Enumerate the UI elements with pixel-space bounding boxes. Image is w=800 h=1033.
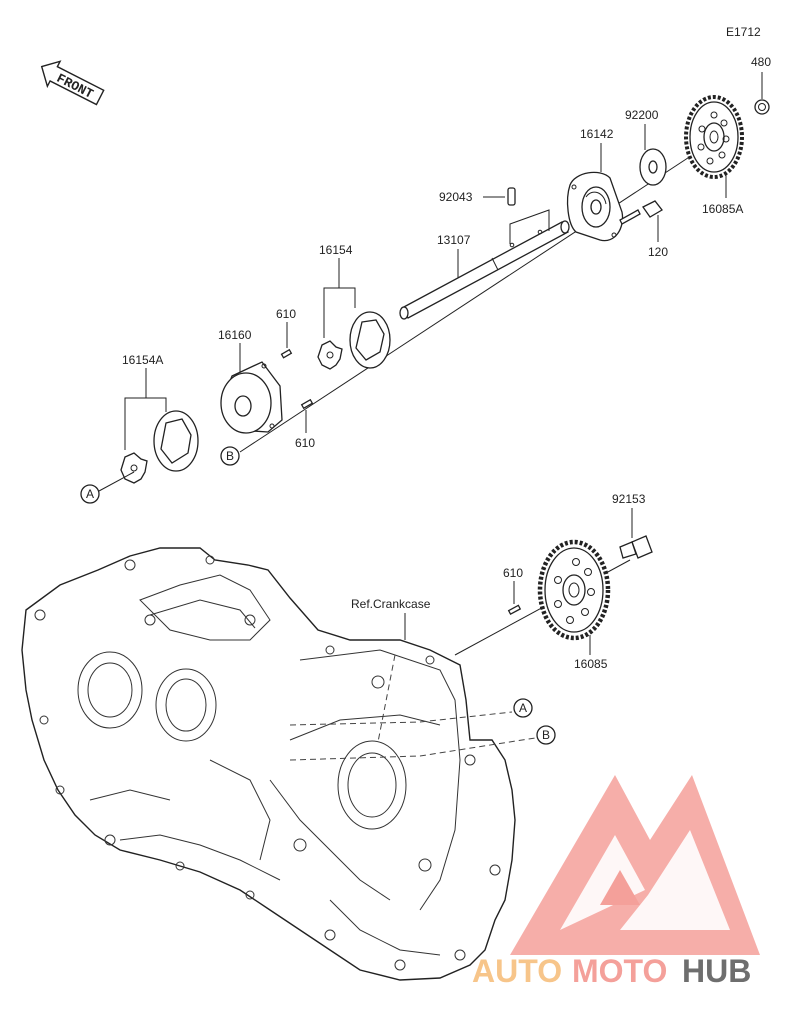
diagram-code: E1712: [726, 25, 761, 39]
part-label-92200: 92200: [625, 108, 659, 122]
part-label-92043: 92043: [439, 190, 473, 204]
part-label-480: 480: [751, 55, 771, 69]
part-92153-bolt[interactable]: [619, 535, 653, 559]
part-label-610-upper: 610: [276, 307, 296, 321]
part-16085-gear[interactable]: [537, 539, 611, 641]
part-16154A-rotor-outer[interactable]: [153, 410, 199, 472]
part-120-bolt[interactable]: [619, 200, 663, 225]
svg-text:A: A: [519, 701, 527, 715]
svg-text:B: B: [542, 728, 550, 742]
part-610-pin-gear[interactable]: [507, 604, 522, 615]
watermark-text: AUTO MOTO HUB: [472, 953, 751, 989]
callout-a-upper: A: [80, 484, 100, 504]
part-label-16085A: 16085A: [702, 202, 743, 216]
part-610-pin-lower[interactable]: [300, 398, 314, 410]
callout-b-upper: B: [220, 446, 240, 466]
part-label-120: 120: [648, 245, 668, 259]
part-label-16154A: 16154A: [122, 353, 163, 367]
part-610-pin-upper[interactable]: [280, 348, 293, 359]
part-label-610-lower: 610: [295, 436, 315, 450]
part-480-circlip[interactable]: [754, 99, 770, 115]
callout-b-lower: B: [536, 725, 556, 745]
part-label-16142: 16142: [580, 127, 614, 141]
watermark-logo: [510, 775, 760, 955]
part-label-16154: 16154: [319, 243, 353, 257]
part-label-92153: 92153: [612, 492, 646, 506]
part-16154A-rotor-inner[interactable]: [120, 452, 148, 484]
part-16085A-gear[interactable]: [684, 95, 744, 179]
part-13107-shaft[interactable]: [399, 220, 570, 320]
crankcase-housing[interactable]: [21, 547, 516, 981]
watermark-auto: AUTO: [472, 953, 562, 989]
part-label-16085: 16085: [574, 657, 608, 671]
front-arrow-icon: FRONT: [40, 60, 105, 106]
watermark-moto: MOTO: [572, 953, 667, 989]
part-label-16160: 16160: [218, 328, 252, 342]
part-16142-cover[interactable]: [566, 171, 624, 242]
svg-text:A: A: [86, 487, 94, 501]
part-92200-washer[interactable]: [639, 148, 667, 186]
part-92043-pin[interactable]: [507, 187, 516, 206]
part-16154-rotor-outer[interactable]: [349, 311, 391, 369]
watermark-hub: HUB: [682, 953, 751, 989]
part-16160-pump-body[interactable]: [220, 361, 283, 434]
part-16154-rotor-inner[interactable]: [317, 340, 343, 370]
part-label-13107: 13107: [437, 233, 471, 247]
part-label-610-gear: 610: [503, 566, 523, 580]
svg-text:B: B: [226, 449, 234, 463]
reference-label: Ref.Crankcase: [351, 597, 431, 611]
callout-a-lower: A: [513, 698, 533, 718]
